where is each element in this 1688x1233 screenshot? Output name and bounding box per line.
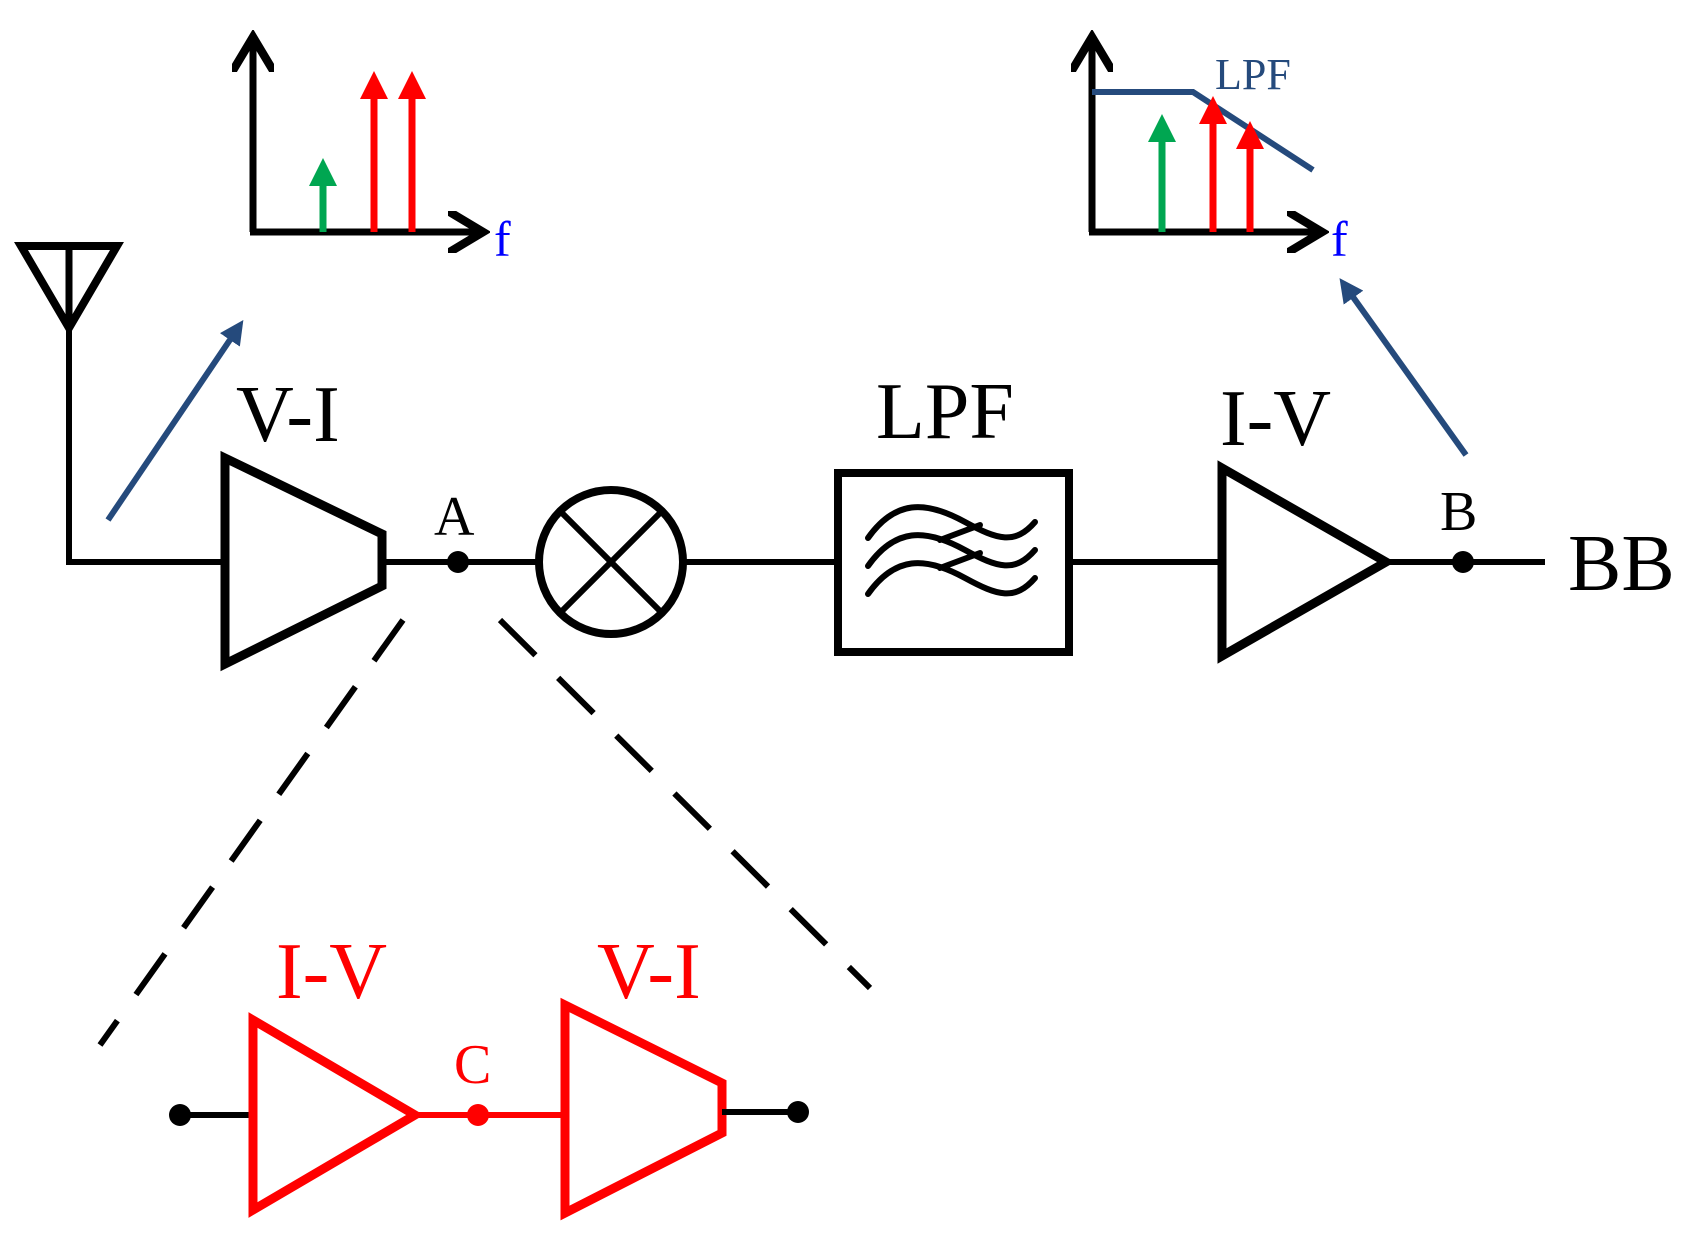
amplifier-icon (248, 1012, 424, 1218)
mixer-icon (535, 486, 687, 638)
detail-output-terminal (787, 1101, 809, 1123)
antenna-icon (14, 242, 124, 336)
vi-detail-view: I-V C V-I (169, 928, 809, 1221)
zoom-guide-line (497, 617, 873, 991)
detail-input-terminal (169, 1104, 191, 1126)
baseband-output-label: BB (1568, 520, 1675, 608)
vi-converter-block: V-I (220, 371, 387, 672)
node-c-dot (467, 1104, 489, 1126)
frequency-axis-label: f (1331, 211, 1348, 267)
zoom-guide-line (97, 618, 406, 1047)
node-b-dot (1452, 551, 1474, 573)
amplifier-icon (1217, 460, 1396, 664)
node-a-label: A (434, 486, 475, 548)
detail-vi-label: V-I (597, 928, 701, 1016)
lpf-response-curve (1092, 89, 1315, 173)
iv-converter-label: I-V (1220, 375, 1331, 463)
vi-converter-label: V-I (236, 371, 340, 459)
node-c-label: C (454, 1034, 491, 1096)
amplifier-icon (560, 997, 727, 1221)
pointer-arrow-to-input-spectrum (105, 320, 244, 522)
lpf-curve-label: LPF (1215, 50, 1291, 99)
output-spectrum-plot: f LPF (1089, 37, 1348, 267)
pointer-arrow-to-output-spectrum (1339, 278, 1469, 457)
lowpass-filter-icon (865, 504, 1038, 597)
frequency-axis-label: f (494, 211, 511, 267)
lpf-block-label: LPF (876, 368, 1014, 456)
amplifier-icon (220, 450, 387, 672)
node-a-dot (447, 551, 469, 573)
lowpass-filter-block: LPF (834, 368, 1073, 656)
input-spectrum-plot: f (250, 37, 511, 267)
detail-iv-label: I-V (276, 928, 387, 1016)
node-b-label: B (1440, 481, 1477, 543)
iv-converter-block: I-V (1217, 375, 1396, 664)
